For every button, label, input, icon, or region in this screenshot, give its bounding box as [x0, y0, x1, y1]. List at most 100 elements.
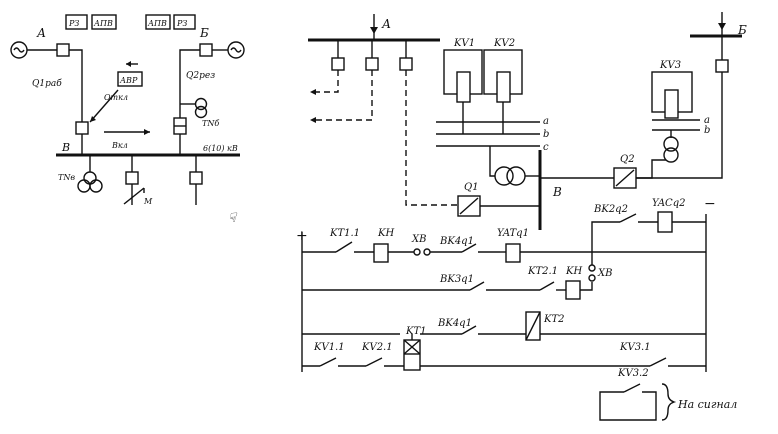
- vt-b-coil-1: [663, 136, 679, 152]
- bk4-bot-contact: [461, 325, 477, 335]
- kv3-1-label: KV3.1: [619, 342, 651, 353]
- feeder-a3-out: [405, 70, 458, 206]
- vt-b-coil-2: [663, 147, 679, 163]
- feeder-a1-breaker: [331, 57, 345, 71]
- avr-box: [117, 71, 143, 87]
- bk2-label: BK2q2: [593, 204, 628, 215]
- right-relay-scheme: А KV1 KV2 a b c: [296, 12, 747, 421]
- kv1-1-contact: [319, 357, 337, 367]
- vt-v-coil-2: [506, 166, 526, 186]
- phase-b-label: b: [543, 129, 549, 140]
- kv2-coil: [496, 71, 511, 103]
- kv2-label: KV2: [493, 38, 515, 49]
- apv-right-box: [145, 14, 171, 30]
- left-q2-label: Q2рез: [186, 71, 215, 81]
- feeder-a2-breaker: [365, 57, 379, 71]
- tn-v-label: TNв: [58, 173, 75, 182]
- yac-label: YACq2: [652, 198, 685, 209]
- left-q1-label: Q1раб: [32, 78, 62, 89]
- signal-brace: [661, 383, 677, 421]
- signal-wire-1: [599, 391, 624, 398]
- xb-top-a: [413, 248, 421, 256]
- q1-breaker-slash: [459, 197, 479, 215]
- kv3-coil: [664, 89, 679, 119]
- q2-breaker-slash: [615, 169, 635, 187]
- xb-top-b: [423, 248, 431, 256]
- feeder-a2-arrow: [310, 117, 316, 123]
- tn-b-label: TNб: [202, 119, 219, 128]
- off-arrow-line: [89, 89, 119, 123]
- off-label: Откл: [104, 93, 128, 102]
- kt1-1-contact: [335, 241, 353, 253]
- row0-wire-1: [591, 221, 620, 252]
- phase-b2-label: b: [704, 125, 710, 136]
- rz-right-box: [173, 14, 196, 30]
- bus-b-arrow: [718, 23, 726, 30]
- signal-label: На сигнал: [677, 398, 737, 411]
- kt2-label: KT2: [543, 314, 565, 325]
- kv3-label: KV3: [659, 60, 681, 71]
- bk2-contact: [619, 213, 637, 223]
- on-arrow-head: [144, 129, 150, 135]
- kt1-1-label: KT1.1: [329, 228, 360, 239]
- left-disconnector-a: [56, 43, 70, 57]
- kt2-1-label: KT2.1: [527, 266, 558, 277]
- m-feeder-slash: [123, 187, 145, 205]
- minus-label: −: [704, 196, 716, 212]
- kv3-2-label: KV3.2: [617, 368, 649, 379]
- feeder-a1-out: [316, 70, 339, 93]
- kh-top-label: KH: [377, 228, 394, 239]
- bk3-contact: [469, 281, 485, 291]
- right-bus-v-label: В: [552, 185, 562, 199]
- row2-wire-4: [580, 282, 593, 291]
- cursor-glyph: ☟: [228, 211, 238, 226]
- m-feeder-breaker: [125, 171, 139, 185]
- left-source-b-label: Б: [199, 26, 209, 40]
- left-source-a-label: А: [36, 26, 46, 40]
- feeder-a2-out: [316, 70, 373, 121]
- kv3-1-contact: [649, 357, 667, 367]
- phase-c-label: c: [543, 142, 549, 153]
- tn-b-coil-1: [194, 97, 208, 111]
- apv-left-label: АПВ: [93, 19, 113, 28]
- tn-v-coil-3: [89, 179, 103, 193]
- bk4-bot-label: BK4q1: [437, 318, 472, 329]
- rz-left-box: [65, 14, 88, 30]
- bk3-label: BK3q1: [439, 274, 474, 285]
- kt2-1-contact: [539, 281, 555, 291]
- yac-coil: [657, 211, 673, 233]
- xb-mid-a: [588, 274, 596, 282]
- signal-loop: [599, 398, 657, 421]
- right-bus-a-label: А: [381, 17, 391, 31]
- kv2-1-label: KV2.1: [361, 342, 393, 353]
- kt1-label: KT1: [405, 326, 427, 337]
- q1-label: Q1: [464, 182, 479, 193]
- feeder-a3-breaker: [399, 57, 413, 71]
- avr-label: АВР: [119, 76, 138, 85]
- kh-mid-coil: [565, 280, 581, 300]
- tn-b-coil-2: [194, 105, 208, 119]
- generator-a-wave: [13, 47, 25, 53]
- kv2-1-contact: [365, 357, 383, 367]
- rz-right-label: РЗ: [176, 19, 187, 28]
- avr-arrow-head: [126, 61, 131, 67]
- kv1-1-label: KV1.1: [313, 342, 345, 353]
- signal-wire-2: [642, 391, 657, 398]
- line-a-down: [69, 49, 83, 122]
- xb-mid-b: [588, 264, 596, 272]
- xb-top-label: XB: [411, 234, 426, 245]
- bus-b-to-q2: [636, 72, 723, 179]
- yat-label: YATq1: [497, 228, 529, 239]
- phase-a2-label: a: [704, 115, 710, 126]
- on-label: Вкл: [111, 141, 128, 150]
- off-arrow-head: [90, 116, 96, 122]
- tn-v-coil-1: [83, 171, 97, 185]
- m-label: М: [143, 197, 153, 206]
- bus-b-breaker: [715, 59, 729, 73]
- q2-label: Q2: [620, 154, 635, 165]
- apv-left-box: [91, 14, 117, 30]
- kv1-label: KV1: [453, 38, 475, 49]
- tn-v-coil-2: [77, 179, 91, 193]
